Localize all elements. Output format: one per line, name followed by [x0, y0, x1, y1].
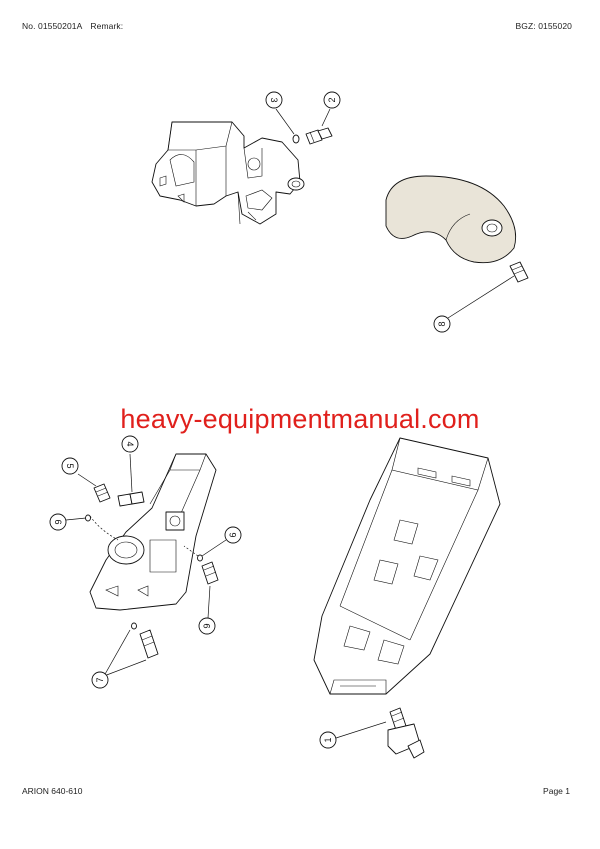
callout-9-label: 9 [202, 623, 212, 628]
fitting-part-5 [93, 483, 111, 503]
callout-1-label: 1 [323, 737, 333, 742]
callout-3: 3 [265, 91, 283, 109]
callout-7: 7 [91, 671, 109, 689]
footer-model: ARION 640-610 [22, 786, 83, 796]
fitting-part-4 [117, 491, 145, 507]
o-ring-part-3 [292, 134, 300, 144]
callout-8: 8 [433, 315, 451, 333]
engine-housing-drawing [151, 121, 305, 225]
dashed-leader-lines [89, 515, 199, 557]
gearbox-housing-drawing [89, 453, 217, 611]
callout-8-label: 8 [437, 321, 447, 326]
document-number: No. 01550201A Remark: [22, 21, 123, 31]
footer-page-number: Page 1 [543, 786, 570, 796]
callout-2: 2 [323, 91, 341, 109]
callout-6-right-label: 6 [228, 532, 238, 537]
watermark-text: heavy-equipmentmanual.com [120, 404, 480, 434]
o-ring-part-6-right [197, 554, 203, 562]
callout-9: 9 [198, 617, 216, 635]
callout-3-label: 3 [269, 97, 279, 102]
callout-5: 5 [61, 457, 79, 475]
callout-4-label: 4 [125, 441, 135, 446]
sensor-part-2 [305, 127, 333, 145]
callout-6-left: 6 [49, 513, 67, 531]
sensor-part-9 [201, 561, 219, 585]
callout-6-left-label: 6 [53, 519, 63, 524]
doc-number-text: No. 01550201A [22, 21, 83, 31]
fitting-part-7 [131, 622, 159, 659]
bgz-number: BGZ: 0155020 [515, 21, 572, 31]
sensor-part-1 [387, 707, 425, 759]
leader-lines [65, 108, 515, 739]
callout-7-label: 7 [95, 677, 105, 682]
callout-6-right: 6 [224, 526, 242, 544]
callout-5-label: 5 [65, 463, 75, 468]
callout-2-label: 2 [327, 97, 337, 102]
o-ring-part-6-left [85, 514, 91, 522]
remark-label: Remark: [90, 21, 124, 31]
callout-1: 1 [319, 731, 337, 749]
hose-elbow-drawing [385, 175, 517, 264]
callout-4: 4 [121, 435, 139, 453]
sensor-part-8 [509, 261, 529, 283]
manifold-frame-drawing [313, 437, 501, 695]
